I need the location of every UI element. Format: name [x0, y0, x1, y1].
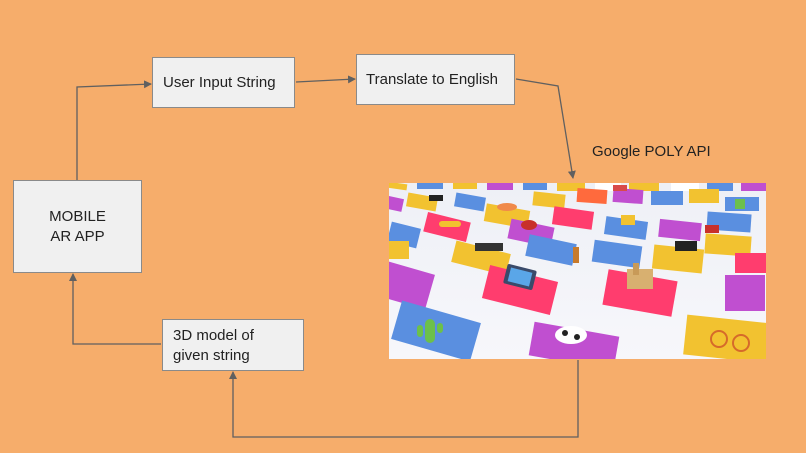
model-node: 3D model of given string [162, 319, 304, 371]
poly-models-grid-image [389, 183, 766, 359]
translate-label: Translate to English [366, 71, 499, 88]
arrow-input-to-translate [295, 75, 356, 84]
google-poly-api-label: Google POLY API [592, 143, 711, 160]
user-input-node: User Input String [152, 57, 295, 108]
mobile-ar-app-label: MOBILE AR APP [49, 207, 106, 245]
arrow-translate-to-poly [515, 78, 576, 179]
arrow-poly-to-model [229, 360, 579, 438]
translate-node: Translate to English [356, 54, 515, 105]
model-label: 3D model of given string [173, 327, 254, 364]
user-input-label: User Input String [163, 74, 276, 91]
mobile-ar-app-node: MOBILE AR APP [13, 180, 142, 273]
arrow-model-to-mobile [69, 273, 161, 345]
arrow-mobile-to-input [76, 80, 152, 180]
